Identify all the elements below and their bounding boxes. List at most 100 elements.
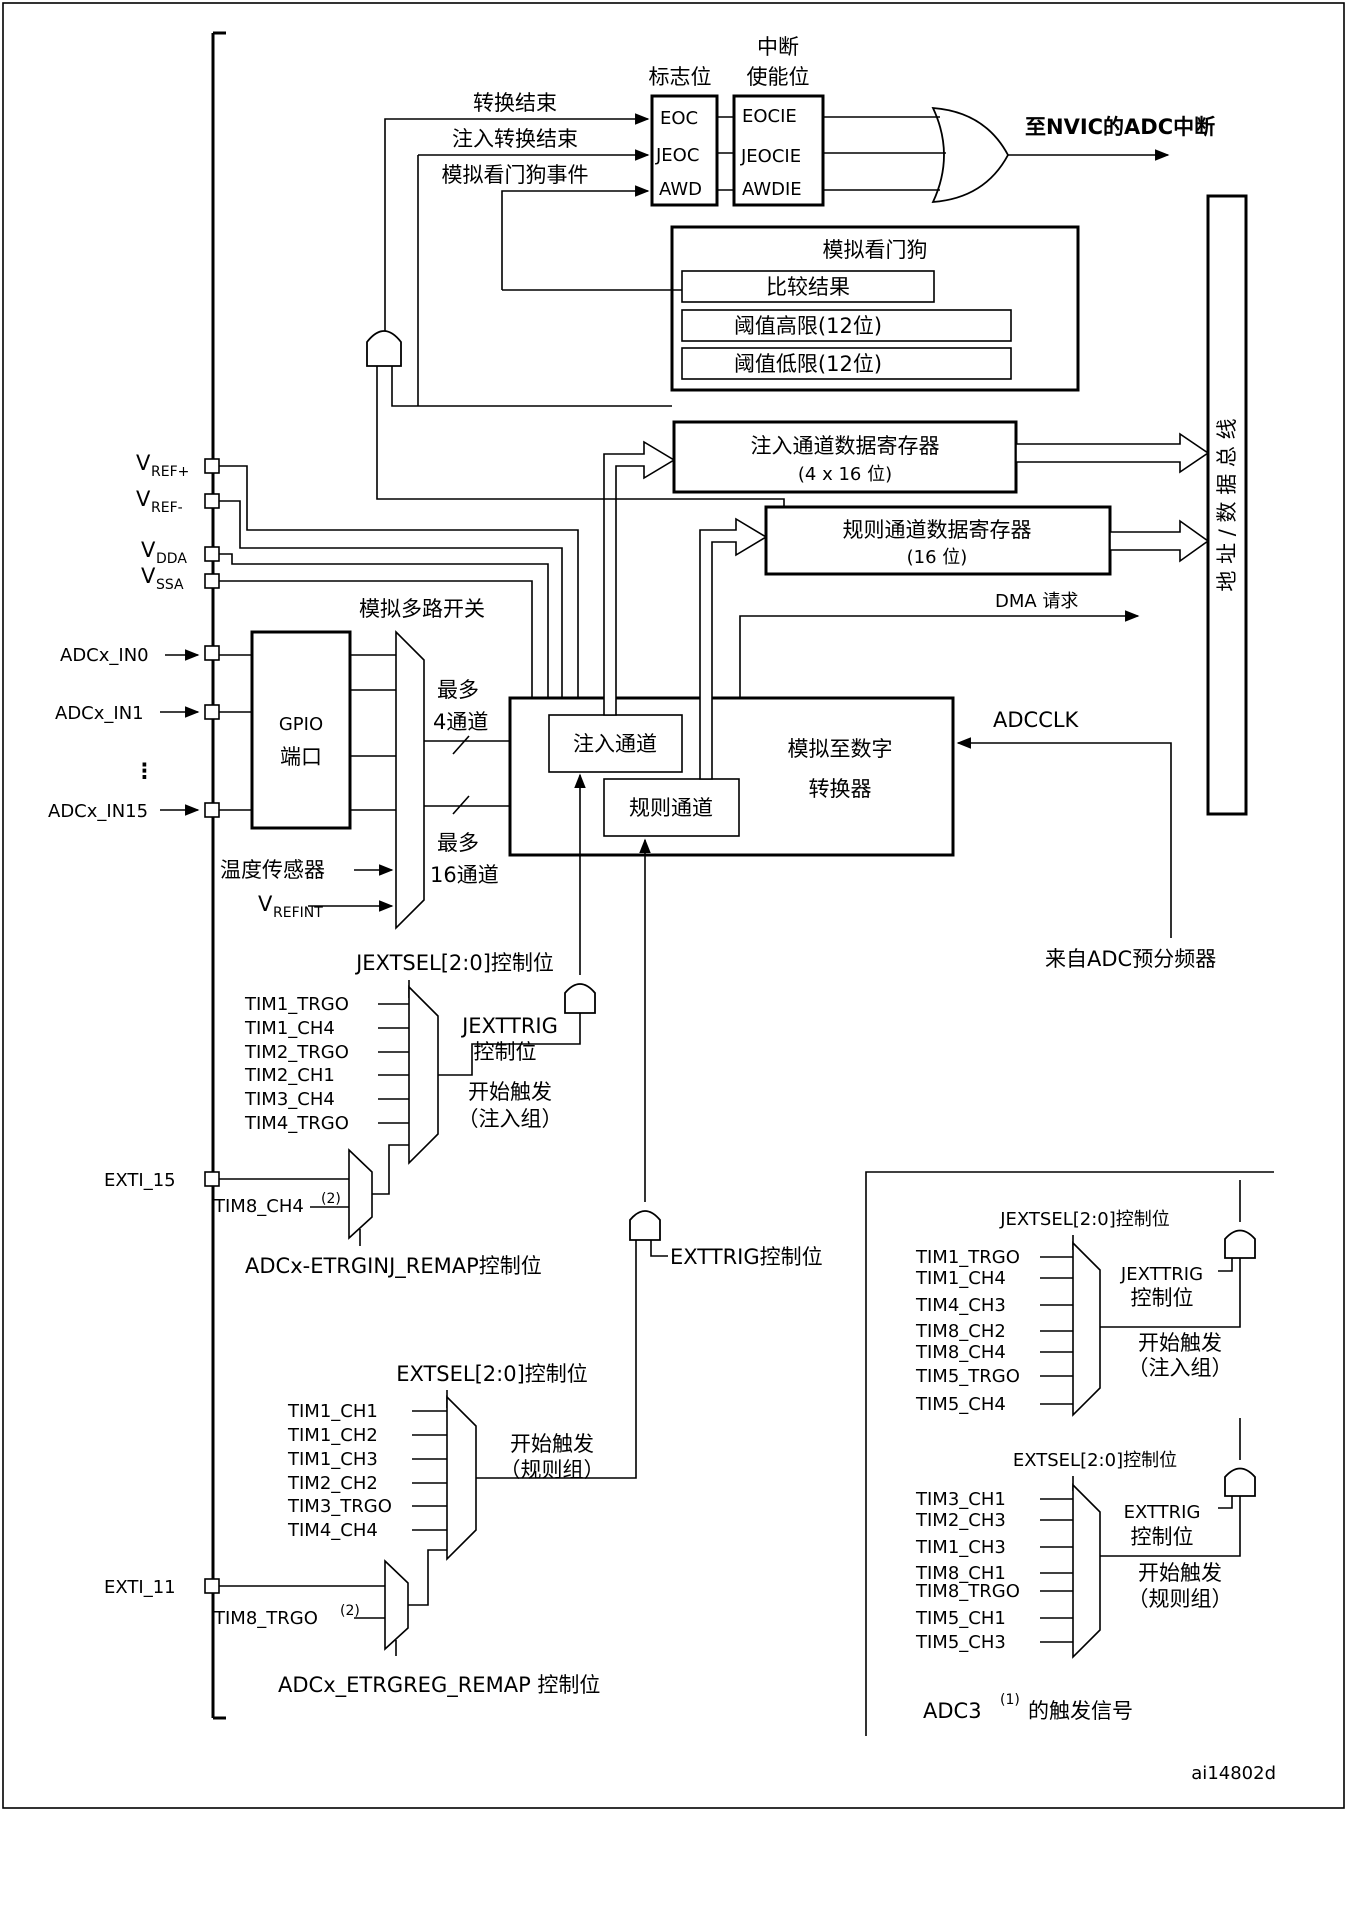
- adc3-regular-mux: [1072, 1483, 1101, 1659]
- svg-text:DDA: DDA: [156, 551, 187, 567]
- adc3-reg-input-4: TIM8_TRGO: [915, 1581, 1020, 1602]
- reg-start-line2: （规则组）: [500, 1458, 605, 1482]
- low-threshold-box: [681, 347, 1012, 380]
- adc3-jexttrig-gate: [1224, 1229, 1256, 1259]
- max-reg-line1: 最多: [437, 831, 479, 855]
- adc3-exttrig-line2: 控制位: [1131, 1525, 1194, 1549]
- reg-input-4: TIM3_TRGO: [287, 1496, 392, 1517]
- svg-text:V: V: [141, 538, 156, 562]
- regular-channel-box: [603, 778, 740, 837]
- reg-input-1: TIM1_CH2: [287, 1425, 378, 1446]
- and-gate-feed-lines: [376, 366, 785, 507]
- pin-label-in15: ADCx_IN15: [48, 801, 148, 822]
- pin-label-in0: ADCx_IN0: [60, 645, 149, 666]
- adc3-inj-input-6: TIM5_CH4: [915, 1394, 1006, 1415]
- register-feed-arrows: [603, 440, 768, 780]
- adc-core-label-1: 模拟至数字: [788, 737, 893, 761]
- pin-ellipsis: ⋮: [134, 759, 155, 783]
- exttrig-label: EXTTRIG控制位: [670, 1245, 823, 1269]
- injected-channel-label: 注入通道: [573, 732, 657, 756]
- eoc-line: [384, 113, 650, 340]
- adc3-reg-input-2: TIM1_CH3: [915, 1537, 1006, 1558]
- inj-start-line2: （注入组）: [458, 1107, 563, 1131]
- max-reg-line2: 16通道: [430, 863, 499, 887]
- gpio-block: [250, 630, 352, 830]
- max-inj-line2: 4通道: [433, 710, 488, 734]
- pin-label-vssa: V SSA: [141, 564, 184, 593]
- flags-box: [650, 94, 719, 207]
- inj-remap-mux: [348, 1148, 373, 1240]
- interrupt-enable-title-2: 使能位: [747, 65, 810, 89]
- svg-text:REFINT: REFINT: [273, 905, 323, 921]
- temp-sensor-label: 温度传感器: [220, 858, 325, 882]
- adc3-inj-input-3: TIM8_CH2: [915, 1321, 1006, 1342]
- enable-jeocie: JEOCIE: [740, 146, 801, 167]
- flag-eoc: EOC: [660, 108, 698, 129]
- supply-lines: [219, 465, 579, 698]
- adc3-jexttrig-line1: JEXTTRIG: [1120, 1264, 1203, 1285]
- regular-register-line2: (16 位): [907, 547, 968, 568]
- adc3-inj-input-1: TIM1_CH4: [915, 1268, 1006, 1289]
- interrupt-enable-title-1: 中断: [757, 35, 799, 59]
- reg-input-lines: [412, 1410, 447, 1531]
- enable-to-or-lines: [823, 116, 946, 191]
- adc-core-label-2: 转换器: [809, 777, 872, 801]
- adc3-reg-input-6: TIM5_CH3: [915, 1632, 1006, 1653]
- inj-input-1: TIM1_CH4: [244, 1018, 335, 1039]
- awd-line: [501, 185, 650, 290]
- figure-frame: [2, 2, 1345, 1809]
- reg-input-2: TIM1_CH3: [287, 1449, 378, 1470]
- inj-input-5: TIM4_TRGO: [244, 1113, 349, 1134]
- eoc-and-gate: [366, 330, 402, 367]
- pin-rail: [211, 31, 226, 1720]
- dma-label: DMA 请求: [995, 591, 1078, 612]
- pin-label-exti11: EXTI_11: [104, 1577, 176, 1598]
- pin-to-gpio-lines: [219, 654, 396, 811]
- high-threshold-box: [681, 309, 1012, 342]
- flag-to-enable-lines: [717, 116, 734, 191]
- adc3-reg-input-3: TIM8_CH1: [915, 1563, 1006, 1584]
- adc3-reg-input-lines: [1040, 1498, 1073, 1643]
- adc3-inj-start-line1: 开始触发: [1138, 1331, 1222, 1355]
- gpio-label-1: GPIO: [279, 714, 323, 735]
- max-inj-line1: 最多: [437, 678, 479, 702]
- adc3-exttrig-gate: [1224, 1467, 1256, 1497]
- svg-text:REF+: REF+: [151, 464, 189, 480]
- enable-eocie: EOCIE: [742, 106, 797, 127]
- reg-input-3: TIM2_CH2: [287, 1473, 378, 1494]
- low-threshold-label: 阈值低限(12位): [734, 352, 882, 376]
- inj-remap-label: ADCx-ETRGINJ_REMAP控制位: [245, 1254, 542, 1279]
- event-eoc-label: 转换结束: [473, 91, 557, 115]
- flags-title: 标志位: [649, 65, 712, 89]
- high-threshold-label: 阈值高限(12位): [734, 314, 882, 338]
- adc3-inj-start-line2: （注入组）: [1128, 1356, 1233, 1380]
- adcclk-label: ADCCLK: [993, 708, 1080, 732]
- adc3-inj-input-0: TIM1_TRGO: [915, 1247, 1020, 1268]
- inj-input-3: TIM2_CH1: [244, 1065, 335, 1086]
- regular-channel-label: 规则通道: [629, 796, 713, 820]
- event-jeoc-label: 注入转换结束: [452, 127, 578, 151]
- inj-tim8-note: (2): [321, 1191, 341, 1207]
- address-data-bus: [1206, 194, 1248, 816]
- adc3-injected-mux: [1072, 1241, 1101, 1417]
- injected-register-line1: 注入通道数据寄存器: [751, 434, 940, 458]
- svg-text:ADC3: ADC3: [923, 1699, 982, 1723]
- adc3-panel-border: [865, 1171, 1274, 1736]
- figure-id: ai14802d: [1191, 1763, 1276, 1784]
- jextsel-label: JEXTSEL[2:0]控制位: [354, 951, 554, 975]
- svg-text:V: V: [258, 892, 273, 916]
- inj-input-4: TIM3_CH4: [244, 1089, 335, 1110]
- reg-tim8-note: (2): [340, 1603, 360, 1619]
- svg-text:的触发信号: 的触发信号: [1028, 1699, 1133, 1723]
- injected-channel-box: [548, 714, 683, 773]
- dma-line: [739, 610, 1140, 698]
- gpio-label-2: 端口: [280, 745, 322, 769]
- adc3-extsel: EXTSEL[2:0]控制位: [1013, 1450, 1177, 1471]
- adc3-inj-input-4: TIM8_CH4: [915, 1342, 1006, 1363]
- adc3-jexttrig-line2: 控制位: [1131, 1286, 1194, 1310]
- event-awd-label: 模拟看门狗事件: [442, 163, 589, 187]
- svg-text:V: V: [136, 487, 151, 511]
- bus-arrows: [1015, 432, 1210, 563]
- injected-register-line2: (4 x 16 位): [798, 464, 892, 485]
- jexttrig-and-gate: [564, 983, 596, 1014]
